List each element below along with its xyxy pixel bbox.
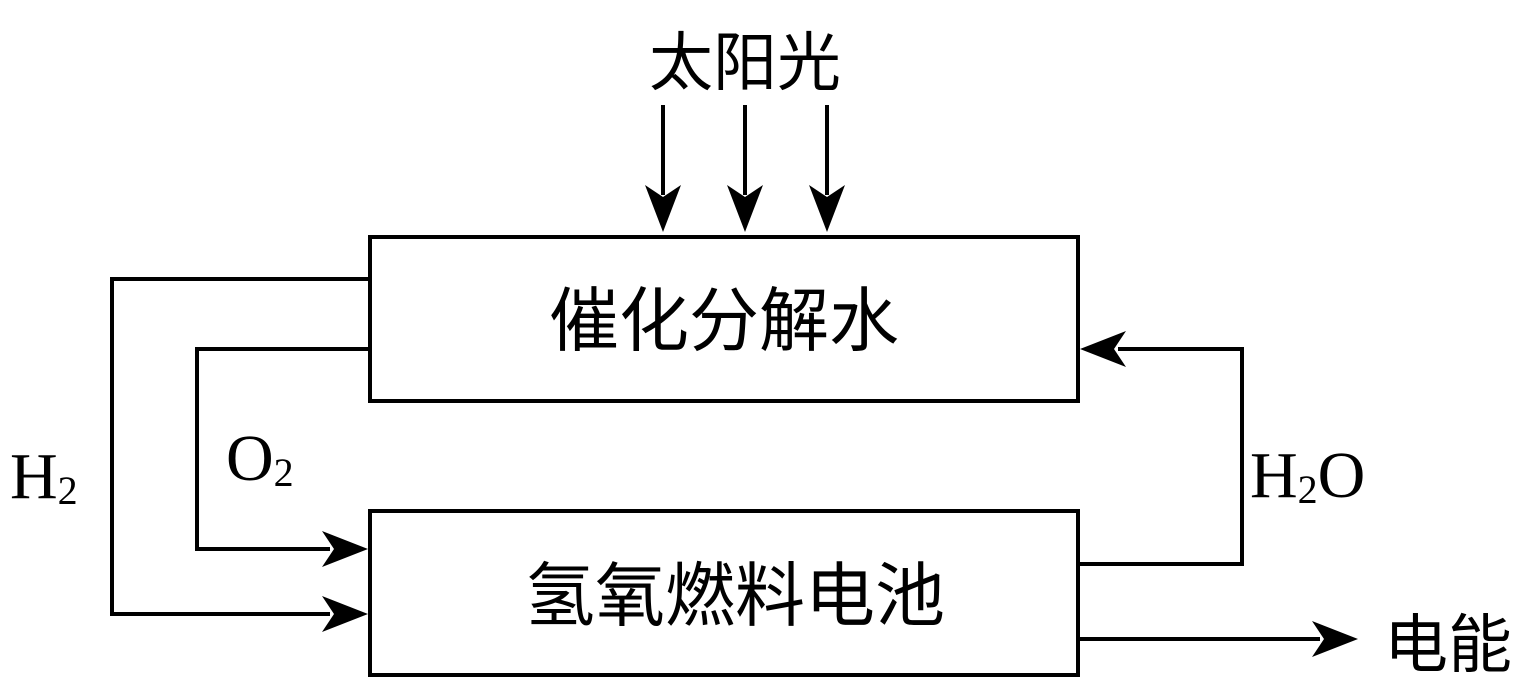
fuel-cell-box xyxy=(368,509,1080,677)
sunlight-arrow-1-head xyxy=(645,185,681,232)
sunlight-arrow-3-head xyxy=(809,185,845,232)
h2o-arrow-head xyxy=(1080,331,1126,367)
sunlight-arrows xyxy=(645,105,845,232)
fuel-cell-label: 氢氧燃料电池 xyxy=(525,555,945,637)
h2o-flow-line xyxy=(1078,347,1244,566)
water-splitting-box xyxy=(368,235,1080,403)
o2-arrow-head xyxy=(322,531,368,567)
h2-arrow-head xyxy=(322,596,368,632)
h2o-flow xyxy=(1078,331,1244,566)
o2-flow xyxy=(195,347,370,567)
h2-flow-line xyxy=(110,277,370,616)
electric-output-arrow-head xyxy=(1312,621,1358,657)
h2-flow xyxy=(110,277,370,632)
water-splitting-label: 催化分解水 xyxy=(549,280,899,362)
electric-output-flow xyxy=(1078,621,1358,657)
h2o-label: H2O xyxy=(1250,439,1365,512)
o2-label: O2 xyxy=(226,422,294,495)
sunlight-label: 太阳光 xyxy=(649,27,841,101)
h2-label: H2 xyxy=(10,440,78,513)
o2-flow-line xyxy=(195,347,370,551)
electric-energy-label: 电能 xyxy=(1384,609,1512,683)
sunlight-arrow-2-head xyxy=(727,185,763,232)
